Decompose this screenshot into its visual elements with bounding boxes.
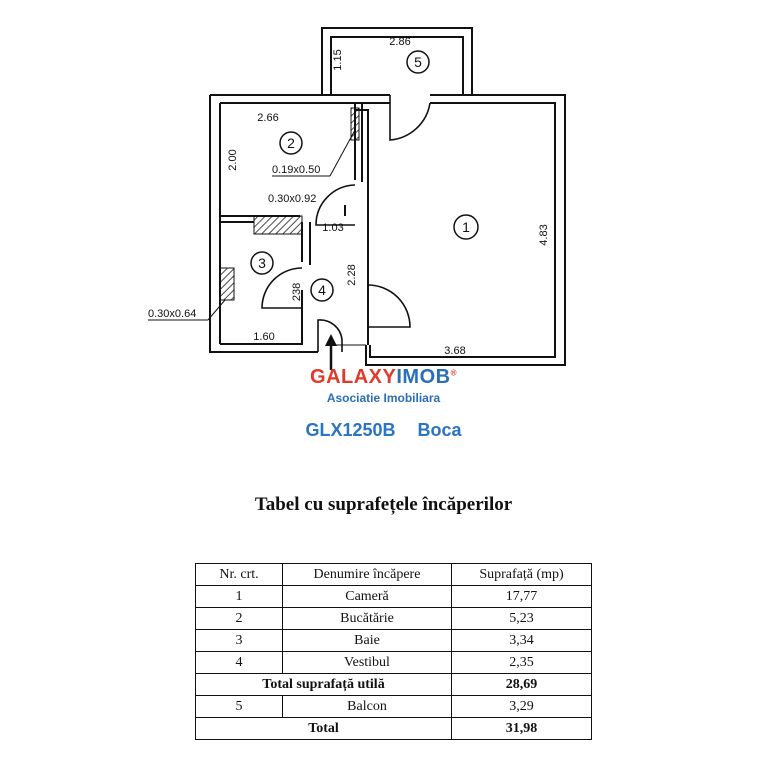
row-nr: 3 xyxy=(195,629,283,652)
row-name: Baie xyxy=(282,629,452,652)
table-row: 2 Bucătărie 5,23 xyxy=(195,607,592,630)
dim-bath-width: 1.60 xyxy=(253,331,274,343)
listing-info: GLX1250B Boca xyxy=(0,420,767,441)
row-area: 5,23 xyxy=(451,607,592,630)
dim-room-depth: 4.83 xyxy=(538,224,550,245)
entrance-arrow-icon xyxy=(325,334,337,370)
row-nr: 1 xyxy=(195,585,283,608)
door-swings xyxy=(261,95,431,352)
dim-balcony-width: 2.86 xyxy=(389,36,410,48)
row-name: Bucătărie xyxy=(282,607,452,630)
leader-lines xyxy=(148,129,356,321)
dim-kitchen-width: 2.66 xyxy=(257,112,278,124)
table-header-row: Nr. crt. Denumire încăpere Suprafață (mp… xyxy=(195,563,592,586)
grand-total-row: Total 31,98 xyxy=(195,717,592,740)
header-area: Suprafață (mp) xyxy=(451,563,592,586)
table-title: Tabel cu suprafețele încăperilor xyxy=(254,494,513,515)
row-nr: 2 xyxy=(195,607,283,630)
useful-total-label: Total suprafață utilă xyxy=(195,673,452,696)
listing-area: Boca xyxy=(417,420,462,440)
dim-kitchen-duct: 0.19x0.50 xyxy=(272,164,320,176)
row-area: 17,77 xyxy=(451,585,592,608)
row-area: 2,35 xyxy=(451,651,592,674)
balcony-outline xyxy=(321,27,473,95)
row-name: Cameră xyxy=(282,585,452,608)
row-area: 3,34 xyxy=(451,629,592,652)
useful-total-row: Total suprafață utilă 28,69 xyxy=(195,673,592,696)
balcony-name: Balcon xyxy=(282,695,452,718)
balcony-area: 3,29 xyxy=(451,695,592,718)
exterior-walls xyxy=(209,94,566,366)
balcony-row: 5 Balcon 3,29 xyxy=(195,695,592,718)
row-name: Vestibul xyxy=(282,651,452,674)
room-markers xyxy=(250,50,479,302)
dim-room-width: 3.68 xyxy=(444,345,465,357)
dim-bath-side: 0.30x0.64 xyxy=(148,308,196,320)
table-row: 1 Cameră 17,77 xyxy=(195,585,592,608)
balcony-nr: 5 xyxy=(195,695,283,718)
row-nr: 4 xyxy=(195,651,283,674)
room-number-2: 2 xyxy=(287,135,295,151)
bath-duct xyxy=(253,215,303,235)
listing-code: GLX1250B xyxy=(305,420,396,440)
table-row: 3 Baie 3,34 xyxy=(195,629,592,652)
room-number-1: 1 xyxy=(462,219,470,235)
bath-side-duct xyxy=(219,267,235,301)
grand-total-label: Total xyxy=(195,717,452,740)
dim-vestibule-width: 1.03 xyxy=(322,222,343,234)
floor-plan: 1 2 3 4 5 2.86 1.15 2.66 2.00 0.19x0.50 … xyxy=(148,27,566,370)
table-row: 4 Vestibul 2,35 xyxy=(195,651,592,674)
brand-logo-part2: IMOB xyxy=(396,366,451,388)
useful-total-value: 28,69 xyxy=(451,673,592,696)
registered-mark: ® xyxy=(450,368,457,378)
dim-kitchen-depth: 2.00 xyxy=(227,149,239,170)
dim-vestibule-depth: 2.28 xyxy=(346,264,358,285)
brand-subtitle: Asociatie Imobiliara xyxy=(326,391,441,405)
grand-total-value: 31,98 xyxy=(451,717,592,740)
brand-logo-part1: GALAXY xyxy=(310,366,397,388)
surface-table: Nr. crt. Denumire încăpere Suprafață (mp… xyxy=(195,563,592,740)
room-number-3: 3 xyxy=(258,255,266,271)
dim-bath-duct: 0.30x0.92 xyxy=(268,193,316,205)
header-nr: Nr. crt. xyxy=(195,563,283,586)
room-number-5: 5 xyxy=(414,54,422,70)
header-name: Denumire încăpere xyxy=(282,563,452,586)
brand-logo: GALAXYIMOB® xyxy=(0,366,767,389)
dim-balcony-depth: 1.15 xyxy=(332,49,344,70)
room-number-4: 4 xyxy=(318,282,326,298)
dim-vestibule-depth-b: 238 xyxy=(291,283,303,301)
kitchen-duct xyxy=(350,107,360,141)
